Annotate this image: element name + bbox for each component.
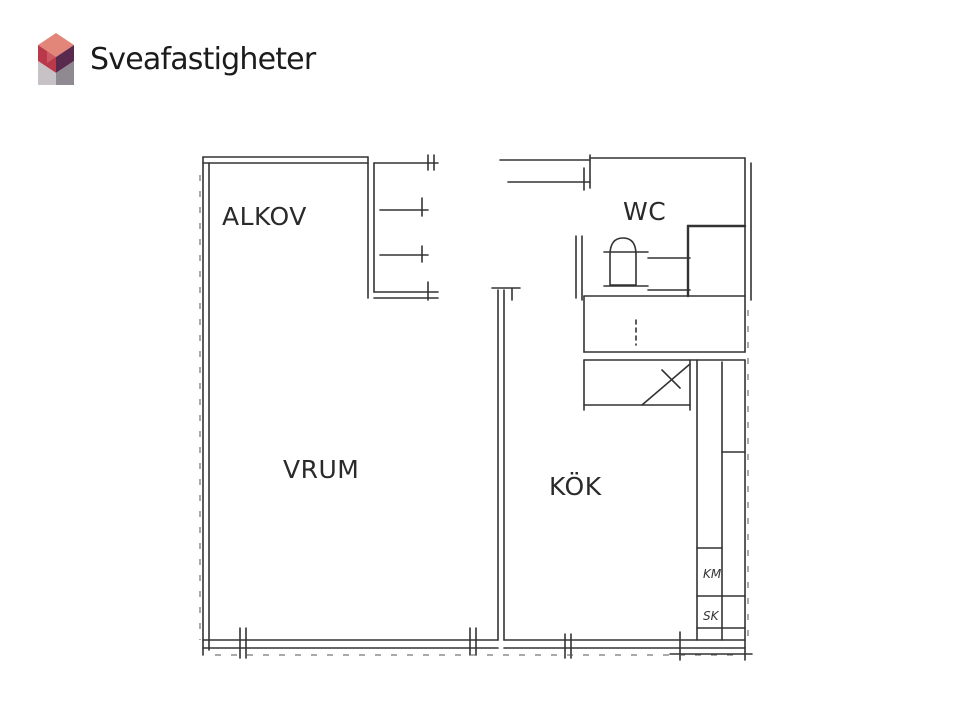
room-label-kok: KÖK (549, 472, 602, 501)
brand-header: Sveafastigheter (38, 32, 316, 86)
fixture-label-sk: SK (703, 609, 719, 623)
room-label-wc: WC (623, 197, 667, 226)
room-label-vrum: VRUM (283, 455, 360, 484)
fixture-label-km: KM (703, 567, 722, 581)
brand-name: Sveafastigheter (90, 41, 316, 77)
sveafastigheter-logo-icon (38, 33, 74, 85)
room-label-alkov: ALKOV (222, 202, 307, 231)
